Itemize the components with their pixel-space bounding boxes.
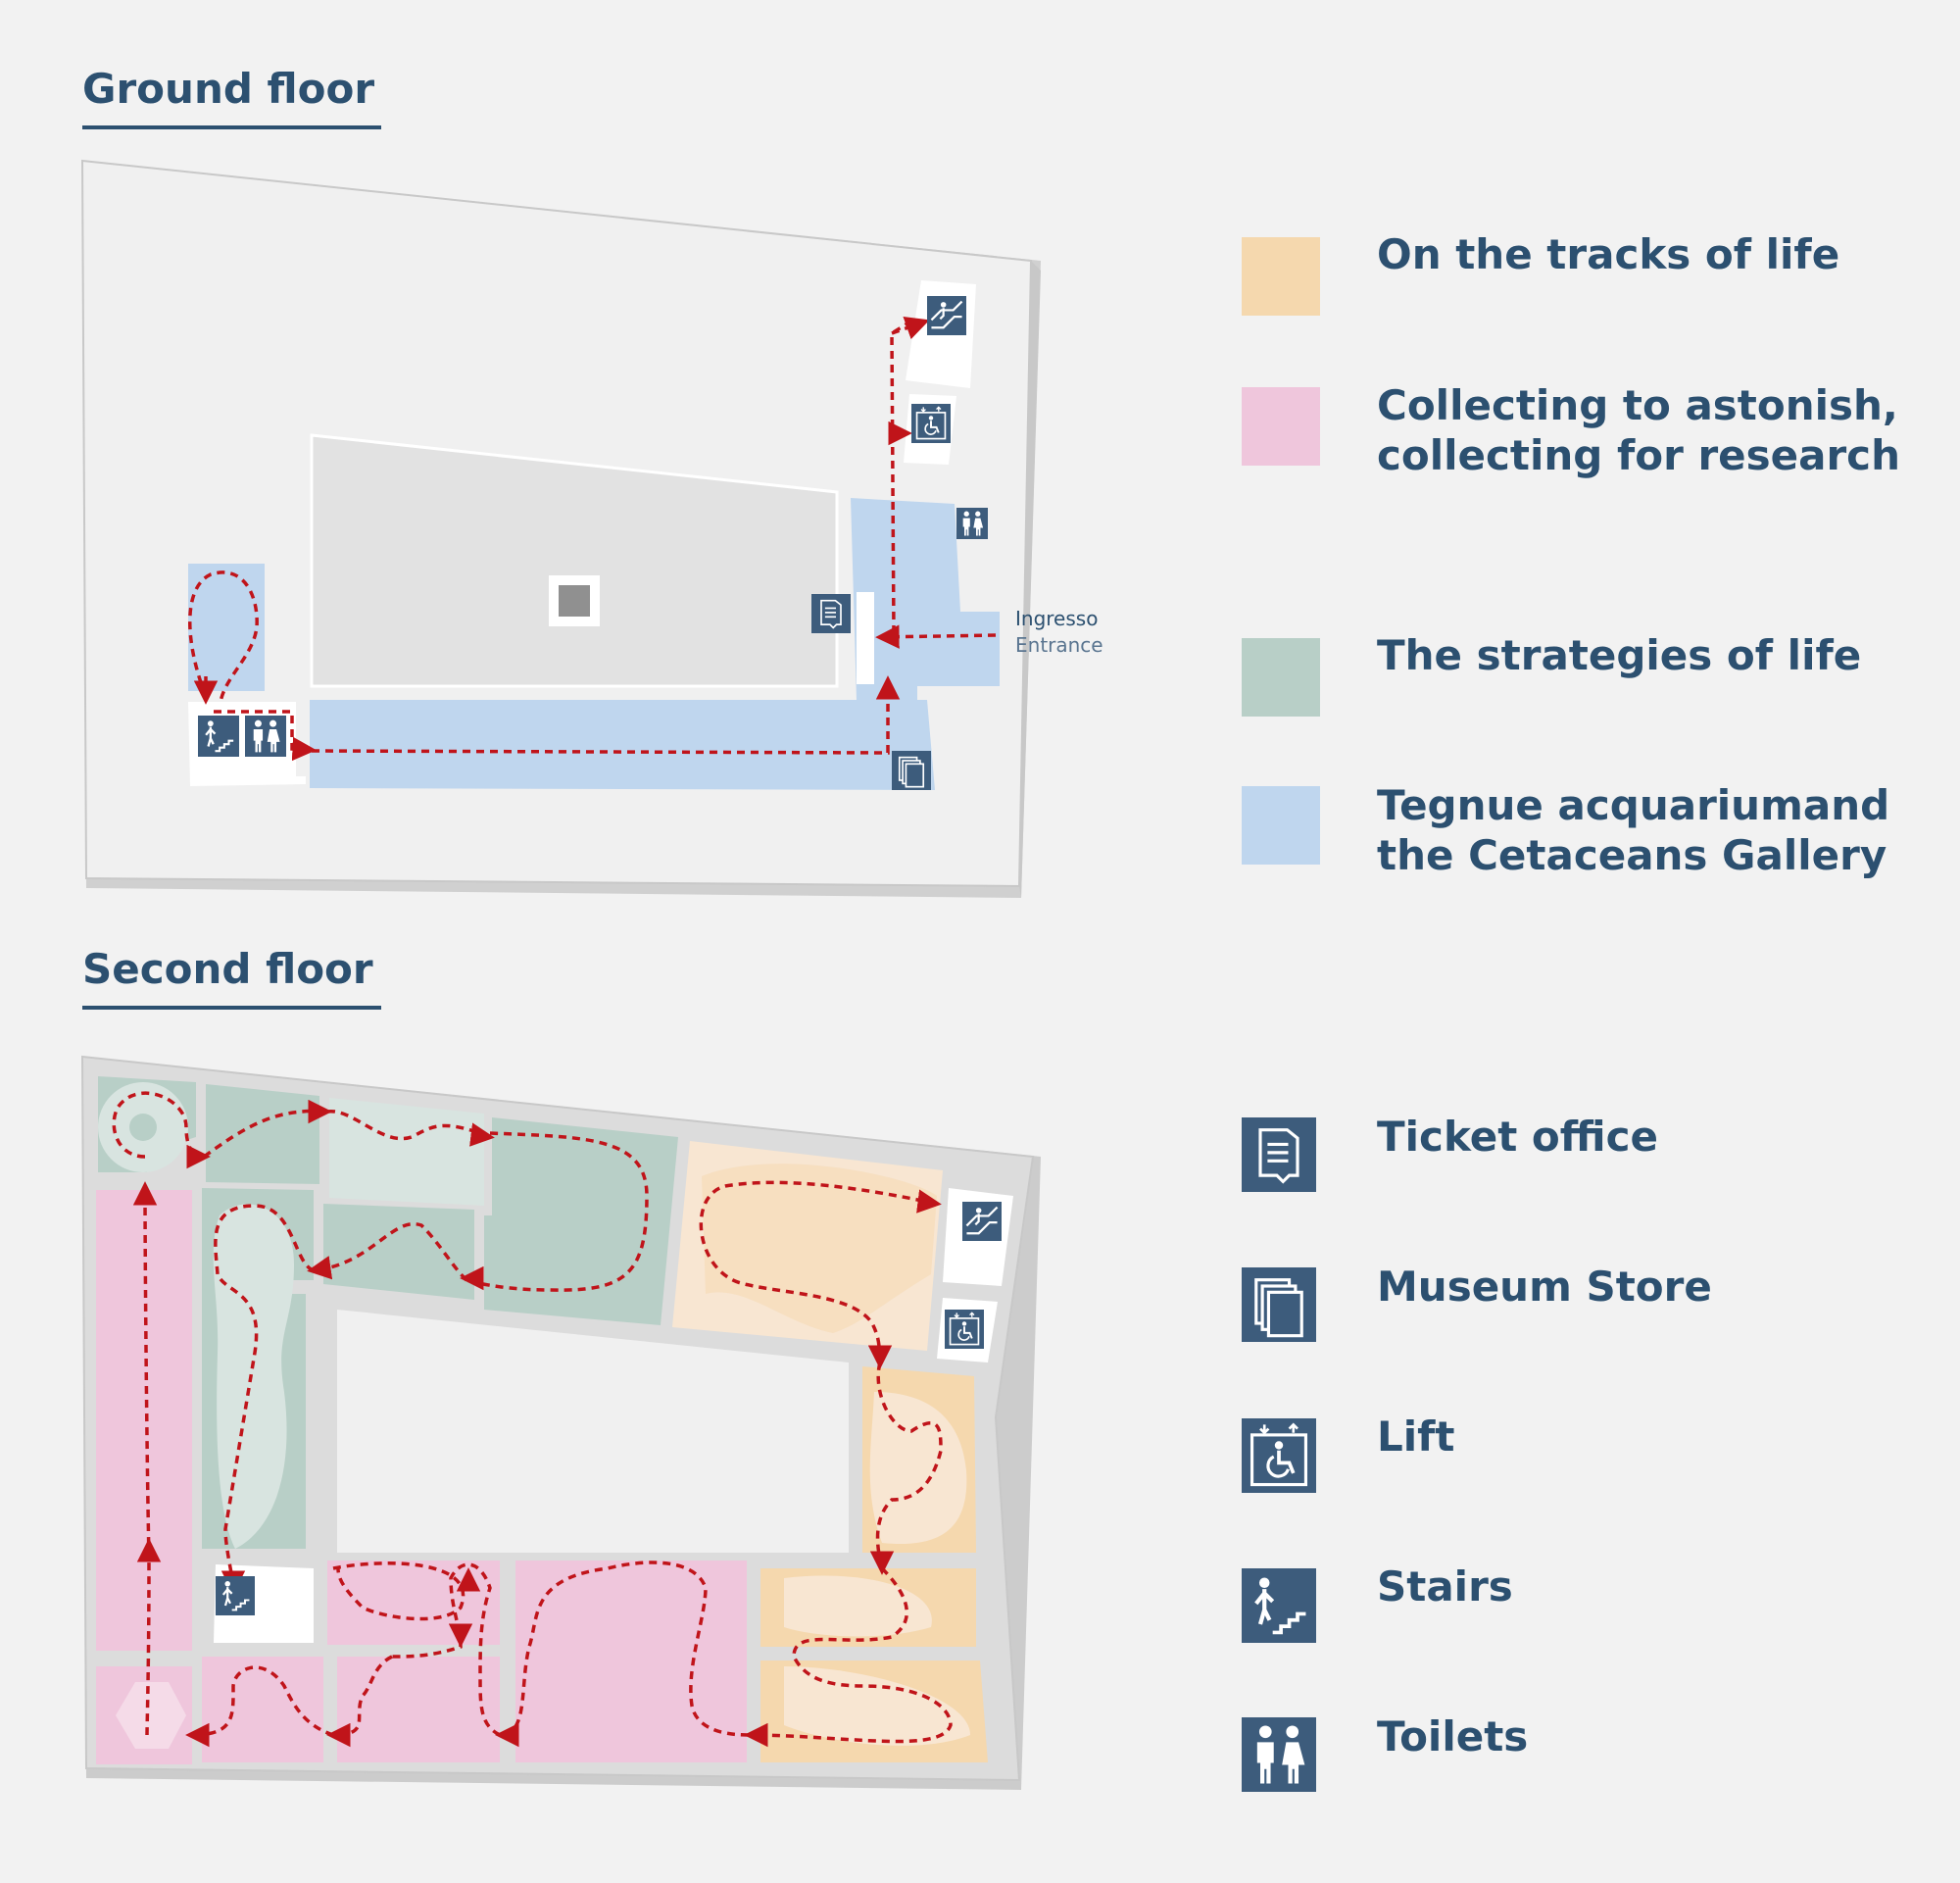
ticket-office-icon	[1242, 1117, 1316, 1192]
legend-label-museum-store: Museum Store	[1377, 1263, 1712, 1311]
legend-label-lift: Lift	[1377, 1412, 1455, 1461]
museum-store-icon	[892, 751, 931, 790]
second-floor-plan	[80, 1055, 1041, 1790]
escalator-icon	[927, 296, 966, 335]
stairs-icon	[1242, 1568, 1316, 1643]
toilets-icon	[956, 508, 988, 539]
stairs-icon	[216, 1576, 255, 1615]
stairs-icon	[198, 716, 239, 757]
lift-icon	[945, 1310, 984, 1349]
legend-label-collecting: Collecting to astonish, collecting for r…	[1377, 381, 1900, 479]
legend-label-tracks-of-life: On the tracks of life	[1377, 230, 1840, 278]
museum-store-icon	[1242, 1267, 1316, 1342]
legend-swatch-aquarium	[1242, 786, 1320, 865]
legend-label-stairs: Stairs	[1377, 1562, 1513, 1610]
legend-label-ticket-office: Ticket office	[1377, 1113, 1659, 1161]
entrance-label-en: Entrance	[1015, 633, 1103, 657]
ground-floor-title-rule	[82, 125, 381, 129]
entrance-label-it: Ingresso	[1015, 607, 1099, 630]
entrance-hall	[851, 498, 1000, 700]
ground-floor-plan	[80, 159, 1041, 898]
second-floor-title: Second floor	[82, 945, 373, 993]
toilets-icon	[1242, 1717, 1316, 1792]
legend-label-aquarium: Tegnue acquariumand the Cetaceans Galler…	[1377, 781, 1890, 879]
toilets-icon	[245, 716, 286, 757]
aquarium-room	[188, 564, 265, 691]
legend-swatch-strategies-of-life	[1242, 638, 1320, 717]
lift-icon	[911, 404, 951, 443]
legend-swatch-tracks-of-life	[1242, 237, 1320, 316]
lift-icon	[1242, 1418, 1316, 1493]
legend-swatch-collecting	[1242, 387, 1320, 466]
legend-label-toilets: Toilets	[1377, 1712, 1529, 1760]
legend-label-strategies-of-life: The strategies of life	[1377, 631, 1862, 679]
escalator-icon	[962, 1202, 1002, 1241]
second-floor-title-rule	[82, 1006, 381, 1010]
ticket-office-icon	[811, 594, 851, 633]
cetaceans-gallery	[310, 700, 935, 790]
entrance-label: Ingresso Entrance	[1015, 606, 1103, 659]
ground-floor-title: Ground floor	[82, 65, 375, 113]
